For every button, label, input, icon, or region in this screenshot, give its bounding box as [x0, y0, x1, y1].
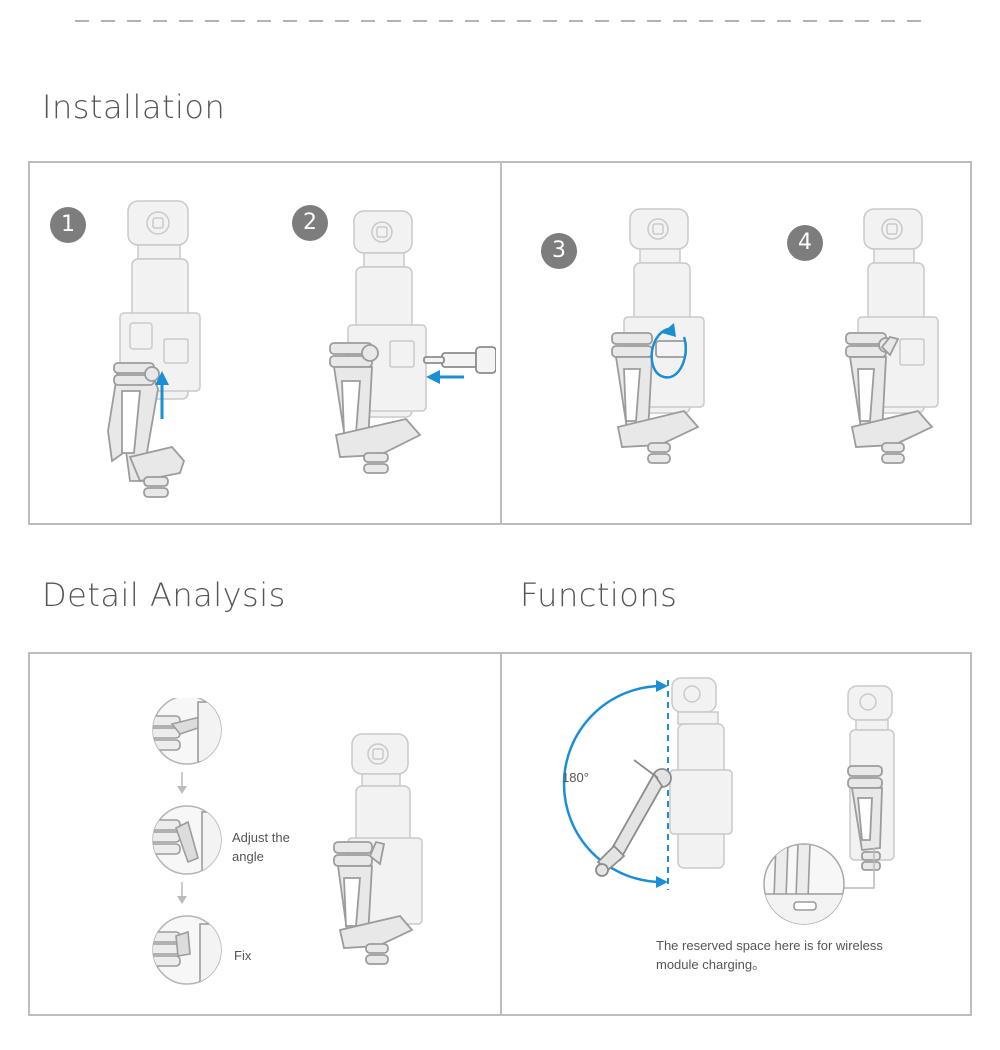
- step-3-illustration: [611, 208, 705, 464]
- adjust-angle-label-line2: angle: [232, 849, 264, 864]
- adjust-angle-label-line1: Adjust the: [232, 830, 290, 845]
- rotation-180-illustration: [562, 677, 733, 890]
- installation-title: Installation: [42, 88, 226, 126]
- detail-analysis-title: Detail Analysis: [42, 576, 286, 614]
- detail-panel-divider: [500, 654, 502, 1014]
- step-badge-1: 1: [50, 207, 86, 243]
- dashed-divider: [75, 20, 925, 22]
- detail-zoom-sequence: [152, 698, 222, 985]
- charging-note: The reserved space here is for wireless …: [656, 936, 883, 974]
- charging-space-illustration: [763, 685, 895, 925]
- functions-title: Functions: [520, 576, 678, 614]
- rotation-180-label: 180°: [562, 770, 589, 785]
- step-badge-3: 3: [541, 233, 577, 269]
- charging-note-line2: module charging。: [656, 957, 766, 972]
- fix-label: Fix: [234, 948, 252, 963]
- step-badge-4: 4: [787, 225, 823, 261]
- charging-note-line1: The reserved space here is for wireless: [656, 938, 883, 953]
- step-badge-2: 2: [292, 205, 328, 241]
- adjust-angle-label: Adjust the angle: [232, 828, 290, 866]
- detail-functions-panel: Adjust the angle Fix: [28, 652, 972, 1016]
- detail-mounted-camera-illustration: [333, 733, 423, 965]
- installation-panel-divider: [500, 163, 502, 523]
- step-1-illustration: [107, 200, 201, 498]
- step-2-illustration: [329, 210, 496, 474]
- installation-panel: 1 2 3 4: [28, 161, 972, 525]
- step-4-illustration: [845, 208, 939, 464]
